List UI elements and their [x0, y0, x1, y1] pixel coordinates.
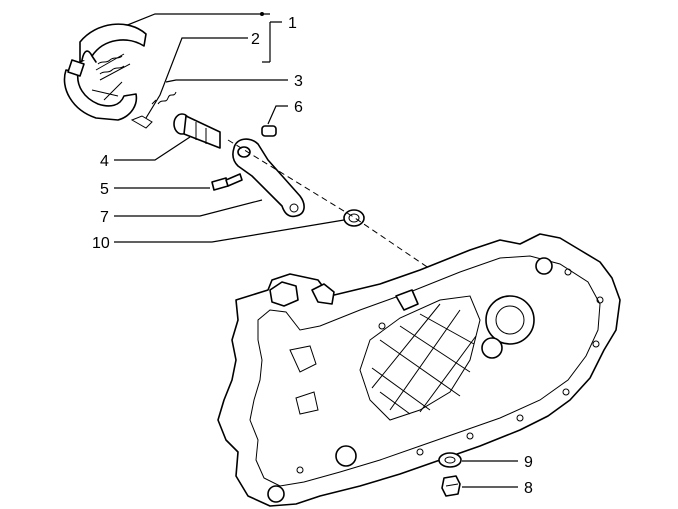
bolt-hole-2: [596, 296, 604, 304]
bolt-hole-9: [296, 466, 304, 474]
crankcase-boss-small: [481, 337, 503, 359]
lower-brake-shoe: [63, 69, 138, 121]
callout-group-10: 10: [92, 219, 345, 252]
callout-group-5: 5: [100, 181, 210, 198]
pin-body: [261, 125, 277, 137]
callout-6-label: 6: [294, 99, 303, 116]
callout-9-label: 9: [524, 454, 533, 471]
shoe-web-lines: [91, 53, 131, 101]
seal-ring: [343, 209, 365, 227]
cam-ribs: [195, 122, 207, 144]
crankcase-lug-mid: [311, 283, 335, 305]
brake-lever: [232, 138, 305, 218]
upper-brake-shoe: [79, 23, 147, 63]
leader-line-6: [267, 105, 288, 125]
lever-end-hole: [289, 203, 299, 213]
callout-7-label: 7: [100, 209, 109, 226]
crankcase-lug-left: [269, 281, 299, 307]
bolt-hole-4: [562, 388, 570, 396]
washer-outer: [438, 452, 462, 468]
screw-shank: [225, 173, 243, 187]
brake-spring: [130, 91, 177, 129]
crankcase-mount-hole-2: [335, 445, 357, 467]
spring-coil: [151, 91, 177, 105]
leader-line-7: [114, 199, 263, 217]
washer-inner: [444, 456, 456, 464]
callout-group-3: 3: [165, 73, 303, 90]
bolt-hole-8: [378, 322, 386, 330]
callout-group-6: 6: [267, 99, 303, 125]
cam-body: [183, 115, 221, 149]
lever-arm: [232, 138, 305, 218]
callout-2-label: 2: [251, 31, 260, 48]
crankcase-detail-cutouts: [289, 345, 319, 415]
bolt-hole-5: [516, 414, 524, 422]
crankcase-ribbed-area: [359, 295, 481, 421]
brake-shoes: [63, 23, 147, 121]
upper-shoe-tip: [81, 50, 97, 63]
crankcase-boss-inner: [495, 305, 525, 335]
crankcase-boss-large: [485, 295, 535, 345]
screw: [211, 173, 243, 191]
leader-line-1: [119, 13, 262, 29]
callout-group-4: 4: [100, 136, 191, 170]
drain-plug: [441, 475, 461, 497]
leader-line-4: [114, 136, 191, 161]
callout-group-8: 8: [462, 480, 533, 497]
callout-4-label: 4: [100, 153, 109, 170]
callout-3-label: 3: [294, 73, 303, 90]
crankcase-mount-hole-3: [267, 485, 285, 503]
lever-bore: [237, 146, 251, 158]
crankcase-inner-flange: [249, 255, 601, 487]
drain-plug-thread: [445, 483, 459, 487]
seal-inner: [348, 213, 360, 223]
bolt-hole-1: [564, 268, 572, 276]
crankcase-lug-upper: [395, 289, 419, 311]
seal-outer: [343, 209, 365, 227]
bolt-hole-3: [592, 340, 600, 348]
drain-plug-head: [441, 475, 461, 497]
leader-line-10: [114, 219, 345, 243]
drain-plug-washer: [438, 452, 462, 468]
bolt-hole-6: [466, 432, 474, 440]
crankcase-outline: [217, 233, 621, 507]
callout-8-label: 8: [524, 480, 533, 497]
callout-group-7: 7: [100, 199, 263, 226]
bracket-1: [262, 13, 282, 63]
leader-line-3: [165, 79, 288, 83]
callout-10-label: 10: [92, 235, 110, 252]
spring-clip: [130, 115, 153, 129]
crankcase: [217, 233, 621, 507]
callout-5-label: 5: [100, 181, 109, 198]
shoe-spring-upper: [97, 55, 123, 65]
callout-1-label: 1: [288, 15, 297, 32]
pin: [261, 125, 277, 137]
callout-group-9: 9: [462, 454, 533, 471]
callout-group-1: 1: [119, 12, 297, 63]
callout-group-2: 2: [145, 31, 260, 119]
cam-shaft: [173, 113, 221, 149]
shoe-spring-lower: [99, 65, 125, 75]
shoe-end-left: [67, 59, 85, 77]
crankcase-mount-hole-1: [535, 257, 553, 275]
leader-dot-1: [260, 12, 264, 16]
bolt-hole-7: [416, 448, 424, 456]
leader-line-2: [145, 37, 248, 119]
crankcase-ribs: [371, 303, 477, 415]
